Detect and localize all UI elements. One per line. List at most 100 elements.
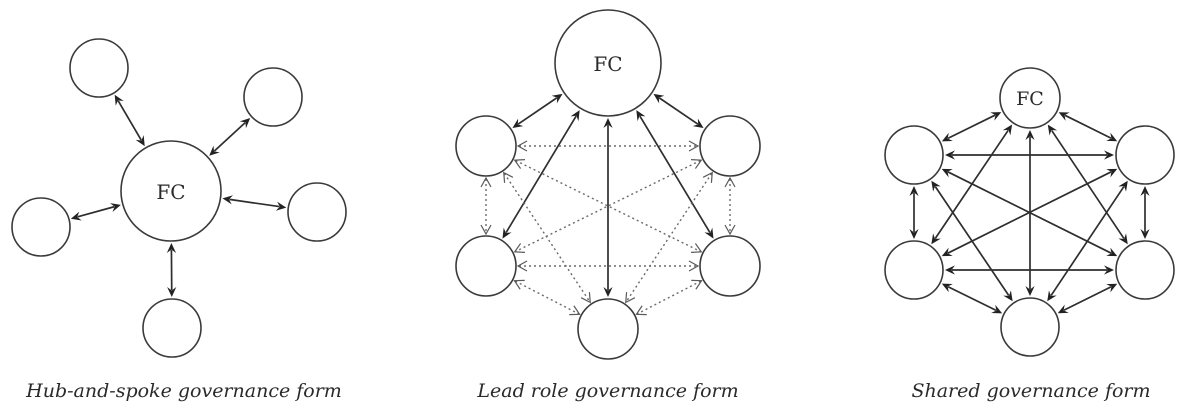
arrowhead-icon bbox=[275, 201, 287, 211]
arrowhead-icon bbox=[551, 93, 563, 104]
node-circle bbox=[1115, 240, 1175, 300]
node-circle bbox=[699, 235, 761, 297]
arrowhead-icon bbox=[480, 224, 492, 236]
arrowhead-icon bbox=[909, 229, 919, 239]
shared-edge-n2-n5 bbox=[1047, 180, 1128, 302]
node-label: FC bbox=[156, 180, 185, 204]
edge-line bbox=[639, 115, 711, 234]
arrowhead-icon bbox=[1104, 265, 1114, 275]
hub-and-spoke-diagram: FC Hub-and-spoke governance form bbox=[11, 38, 347, 402]
node-circle bbox=[999, 67, 1061, 129]
hub-and-spoke-partner-node bbox=[243, 67, 303, 127]
arrowhead-icon bbox=[688, 140, 700, 152]
arrowhead-icon bbox=[1047, 290, 1057, 302]
shared-edge-fc-n1 bbox=[941, 112, 1002, 142]
lead-role-caption: Lead role governance form bbox=[476, 380, 738, 402]
arrowhead-icon bbox=[625, 292, 636, 304]
arrowhead-icon bbox=[1104, 150, 1114, 160]
arrowhead-icon bbox=[603, 118, 613, 128]
shared-edge-n4-n5 bbox=[1057, 283, 1118, 314]
edge-line bbox=[515, 280, 579, 315]
arrowhead-icon bbox=[1140, 186, 1150, 196]
arrowhead-icon bbox=[516, 260, 528, 272]
lead-role-partner-node bbox=[455, 115, 517, 177]
shared-diagram: FC Shared governance form bbox=[884, 67, 1175, 402]
arrowhead-icon bbox=[990, 112, 1002, 121]
arrowhead-icon bbox=[580, 292, 591, 304]
lead-role-edge-fc-n1 bbox=[512, 93, 563, 129]
node-circle bbox=[1115, 125, 1175, 185]
edge-line bbox=[625, 173, 713, 302]
shared-partner-node bbox=[1115, 240, 1175, 300]
shared-edge-fc-n2 bbox=[1058, 112, 1118, 142]
shared-edge-n1-n2 bbox=[945, 150, 1114, 160]
arrowhead-icon bbox=[167, 286, 177, 298]
lead-role-edge-n3-n4 bbox=[516, 260, 700, 272]
arrowhead-icon bbox=[945, 265, 955, 275]
lead-role-partner-node bbox=[699, 115, 761, 177]
arrowhead-icon bbox=[1118, 233, 1128, 245]
arrowhead-icon bbox=[941, 247, 953, 257]
arrowhead-icon bbox=[1025, 286, 1035, 296]
arrowhead-icon bbox=[114, 94, 124, 106]
arrowhead-icon bbox=[480, 176, 492, 188]
arrowhead-icon bbox=[724, 176, 736, 188]
arrowhead-icon bbox=[945, 150, 955, 160]
shared-edge-n2-n3 bbox=[941, 168, 1118, 257]
lead-role-edge-n1-n3 bbox=[480, 176, 492, 236]
arrowhead-icon bbox=[1047, 124, 1058, 136]
hub-and-spoke-focal-company-node: FC bbox=[120, 140, 222, 242]
edge-line bbox=[77, 205, 115, 218]
lead-role-edge-fc-n5 bbox=[603, 118, 613, 297]
arrowhead-icon bbox=[724, 224, 736, 236]
arrowhead-icon bbox=[603, 287, 613, 297]
arrowhead-icon bbox=[513, 243, 526, 253]
lead-role-edge-n2-n4 bbox=[724, 176, 736, 236]
arrowhead-icon bbox=[690, 159, 703, 169]
arrowhead-icon bbox=[569, 305, 581, 316]
node-label: FC bbox=[593, 52, 622, 76]
lead-role-diagram: FC Lead role governance form bbox=[455, 9, 761, 402]
hub-and-spoke-partner-node bbox=[11, 197, 71, 257]
arrowhead-icon bbox=[239, 118, 251, 129]
arrowhead-icon bbox=[991, 304, 1003, 314]
edge-line bbox=[947, 171, 1112, 254]
edge-line bbox=[117, 100, 142, 141]
arrowhead-icon bbox=[931, 180, 941, 192]
node-circle bbox=[142, 298, 202, 358]
shared-partner-node bbox=[1000, 297, 1060, 357]
arrowhead-icon bbox=[691, 279, 703, 290]
arrowhead-icon bbox=[1140, 229, 1150, 239]
arrowhead-icon bbox=[1106, 283, 1118, 293]
arrowhead-icon bbox=[1025, 130, 1035, 140]
lead-role-edge-n4-n5 bbox=[635, 279, 703, 316]
arrowhead-icon bbox=[690, 243, 703, 253]
arrowhead-icon bbox=[570, 110, 580, 122]
lead-role-edge-fc-n3 bbox=[502, 110, 580, 239]
hub-and-spoke-caption: Hub-and-spoke governance form bbox=[25, 380, 342, 402]
node-circle bbox=[577, 298, 639, 360]
edge-line bbox=[229, 198, 280, 208]
arrowhead-icon bbox=[513, 159, 526, 169]
shared-partner-node bbox=[884, 125, 944, 185]
node-circle bbox=[69, 38, 129, 98]
edge-line bbox=[947, 114, 996, 140]
node-circle bbox=[243, 67, 303, 127]
arrowhead-icon bbox=[222, 195, 234, 205]
arrowhead-icon bbox=[1106, 132, 1118, 142]
arrowhead-icon bbox=[1058, 112, 1070, 121]
edge-line bbox=[517, 97, 558, 125]
hub-and-spoke-partner-node bbox=[142, 298, 202, 358]
lead-role-partner-node bbox=[577, 298, 639, 360]
arrowhead-icon bbox=[1106, 247, 1118, 257]
shared-focal-company-node: FC bbox=[999, 67, 1061, 129]
arrowhead-icon bbox=[636, 110, 646, 122]
arrowhead-icon bbox=[110, 203, 121, 212]
hub-and-spoke-partner-node bbox=[69, 38, 129, 98]
arrowhead-icon bbox=[635, 305, 647, 316]
arrowhead-icon bbox=[941, 132, 953, 142]
arrowhead-icon bbox=[931, 233, 941, 245]
hub-and-spoke-edge-fc-n5 bbox=[166, 242, 177, 298]
shared-partner-node bbox=[884, 240, 944, 300]
